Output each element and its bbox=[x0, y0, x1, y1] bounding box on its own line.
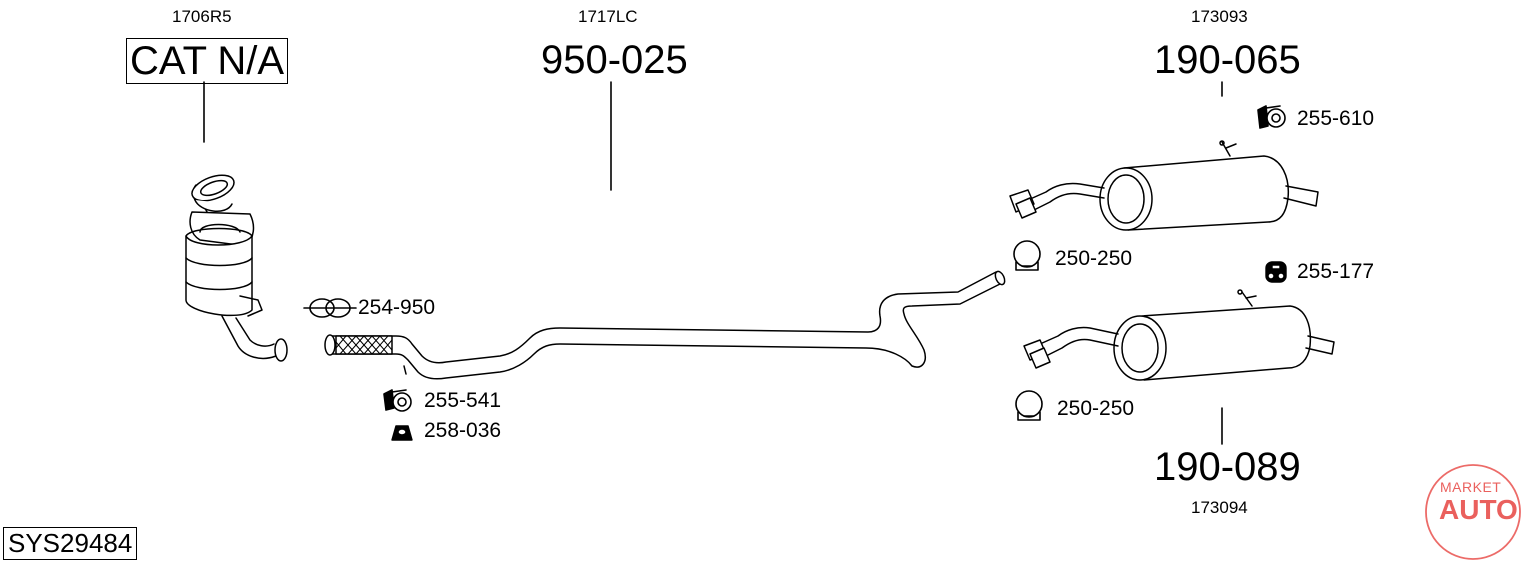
hanger-icon bbox=[383, 389, 412, 412]
clamp-icon bbox=[303, 298, 357, 318]
fitting-label-clamp-ring-2[interactable]: 250-250 bbox=[1057, 397, 1135, 420]
logo-text-market: MARKET bbox=[1440, 479, 1502, 495]
rear-muffler-1-ref-label: 173093 bbox=[1191, 7, 1248, 26]
logo-text-auto: AUTO bbox=[1439, 494, 1518, 525]
clamp-ring-icon bbox=[1013, 240, 1041, 271]
front-pipe-ref-label: 1717LC bbox=[578, 7, 638, 26]
front-pipe-part-label[interactable]: 950-025 bbox=[541, 38, 688, 82]
cat-part-label[interactable]: CAT N/A bbox=[126, 38, 289, 84]
clamp-ring-icon bbox=[1015, 390, 1043, 421]
rear-muffler-1-part-label[interactable]: 190-065 bbox=[1154, 38, 1301, 82]
fitting-label-hanger[interactable]: 255-541 bbox=[424, 389, 502, 412]
nut-icon bbox=[391, 425, 413, 441]
front-pipe bbox=[324, 270, 1006, 380]
fitting-label-clamp-ring-1[interactable]: 250-250 bbox=[1055, 247, 1133, 270]
hanger-icon bbox=[1257, 105, 1286, 129]
rear-muffler-2-part-label[interactable]: 190-089 bbox=[1154, 445, 1301, 489]
fitting-label-rubber-mount[interactable]: 255-177 bbox=[1297, 260, 1375, 283]
rear-muffler-2 bbox=[1023, 289, 1335, 381]
market-auto-logo bbox=[1425, 464, 1521, 560]
rubber-mount-icon bbox=[1265, 261, 1287, 283]
cat-ref-label: 1706R5 bbox=[172, 7, 232, 26]
rear-muffler-1 bbox=[1009, 140, 1319, 231]
rear-muffler-2-ref-label: 173094 bbox=[1191, 498, 1248, 517]
system-code: SYS29484 bbox=[3, 527, 138, 560]
catalytic-converter bbox=[185, 174, 288, 362]
fitting-label-clamp[interactable]: 254-950 bbox=[358, 296, 436, 319]
fitting-label-hanger-2[interactable]: 255-610 bbox=[1297, 107, 1375, 130]
fitting-label-nut[interactable]: 258-036 bbox=[424, 419, 502, 442]
